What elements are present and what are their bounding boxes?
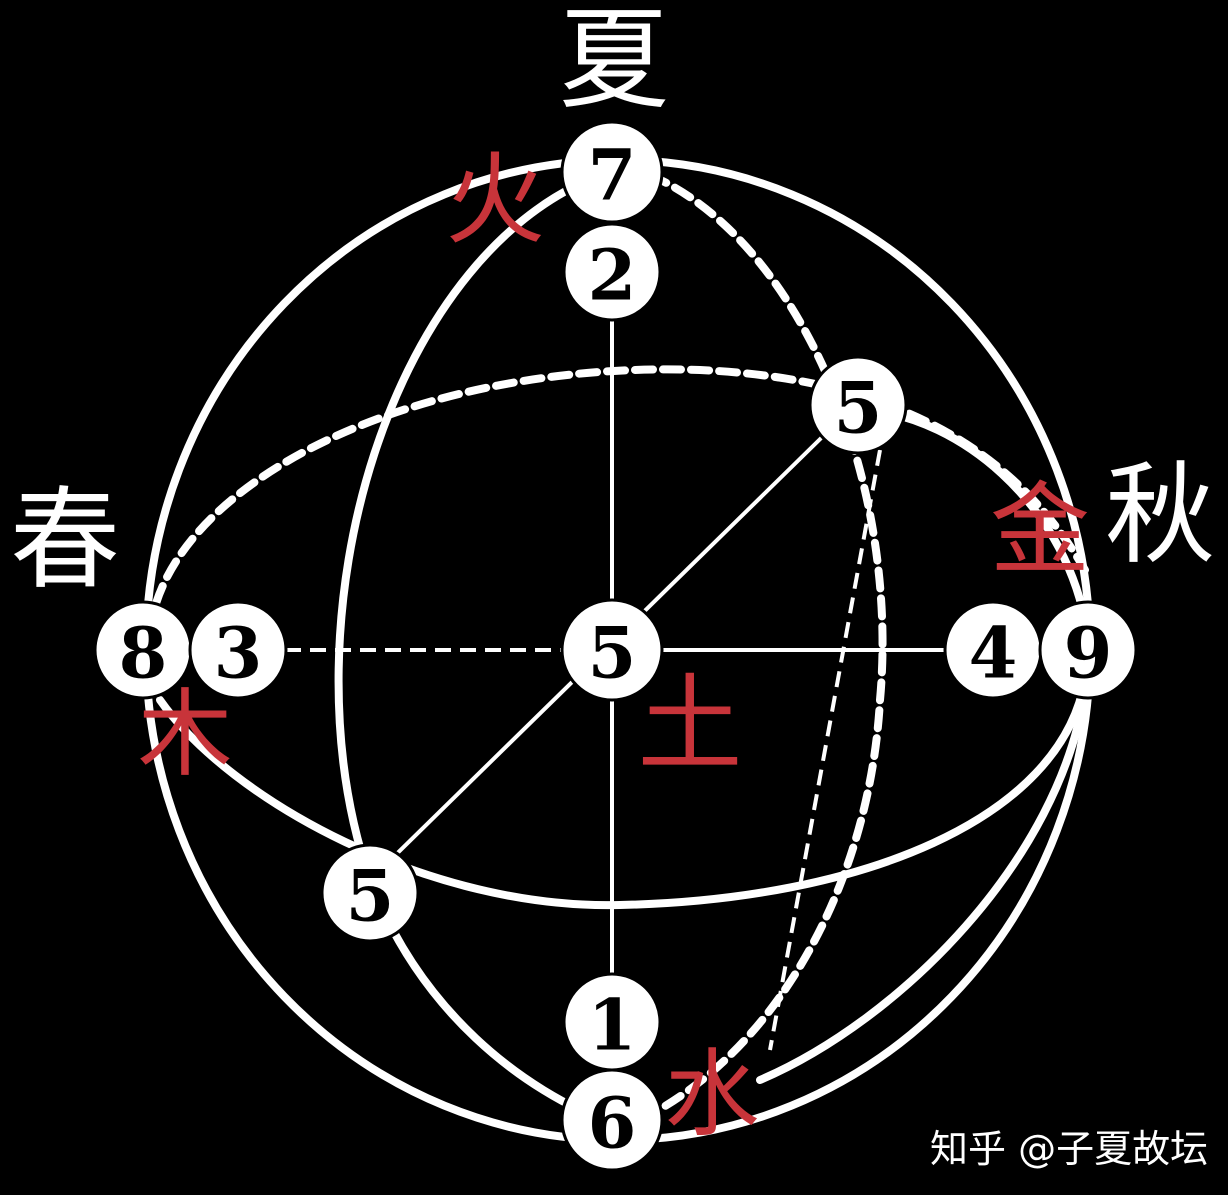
node-right-inner: 4 xyxy=(943,600,1043,700)
watermark-text: 知乎 @子夏故坛 xyxy=(930,1127,1209,1171)
equator-back xyxy=(146,365,1089,634)
node-top-inner: 2 xyxy=(562,222,662,322)
node-label: 5 xyxy=(588,612,637,695)
node-right-outer: 9 xyxy=(1038,600,1138,700)
node-label: 5 xyxy=(834,367,883,450)
node-label: 5 xyxy=(346,855,395,938)
season-summer-label: 夏 xyxy=(559,0,669,124)
node-left-lower: 5 xyxy=(320,843,420,943)
season-autumn-label: 秋 xyxy=(1105,451,1215,579)
node-label: 1 xyxy=(588,984,637,1067)
node-center: 5 xyxy=(560,598,664,702)
equator-front xyxy=(156,676,1089,910)
element-fire-label: 火 xyxy=(445,142,545,259)
node-top-outer: 7 xyxy=(560,120,664,224)
node-bottom-outer: 6 xyxy=(560,1068,664,1172)
meridian-back xyxy=(636,171,887,1124)
right-arc-lower xyxy=(756,686,1089,1084)
season-spring-label: 春 xyxy=(10,476,120,604)
node-label: 3 xyxy=(214,612,263,695)
node-label: 2 xyxy=(588,234,637,317)
node-label: 4 xyxy=(969,612,1018,695)
node-label: 7 xyxy=(588,134,637,217)
element-metal-label: 金 xyxy=(990,472,1090,589)
node-label: 8 xyxy=(119,612,168,695)
element-earth-label: 土 xyxy=(637,664,742,786)
back-dashed-diagonal xyxy=(768,449,882,1051)
element-wood-label: 木 xyxy=(137,680,232,790)
node-label: 6 xyxy=(588,1082,637,1165)
node-bottom-inner: 1 xyxy=(562,972,662,1072)
element-water-label: 水 xyxy=(664,1040,759,1150)
meridian-front xyxy=(334,166,619,1129)
node-right-upper: 5 xyxy=(808,355,908,455)
node-left-outer: 8 xyxy=(93,600,193,700)
node-left-inner: 3 xyxy=(188,600,288,700)
node-label: 9 xyxy=(1064,612,1113,695)
